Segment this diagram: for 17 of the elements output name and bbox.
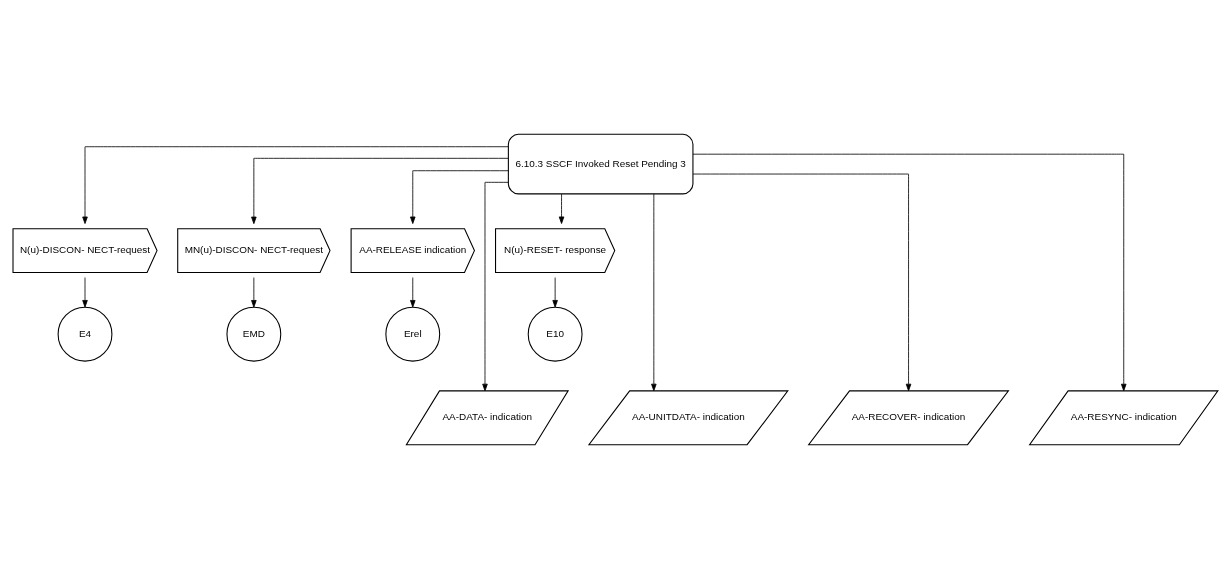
arrow bbox=[82, 145, 509, 224]
arrow bbox=[692, 173, 912, 391]
arrow bbox=[558, 193, 565, 224]
node-box: 6.10.3 SSCF Invoked Reset Pending 3 bbox=[507, 133, 694, 194]
arrow bbox=[251, 276, 257, 307]
arrow bbox=[482, 181, 509, 391]
arrow bbox=[692, 153, 1127, 391]
node-circle: Erel bbox=[385, 306, 441, 362]
arrow bbox=[82, 276, 88, 307]
arrow bbox=[410, 276, 416, 307]
arrow bbox=[651, 193, 657, 391]
node-circle: E10 bbox=[527, 306, 583, 362]
arrow bbox=[251, 157, 509, 224]
arrow bbox=[410, 169, 509, 224]
node-circle: EMD bbox=[226, 306, 282, 362]
arrow bbox=[552, 276, 558, 307]
node-circle: E4 bbox=[57, 306, 113, 362]
